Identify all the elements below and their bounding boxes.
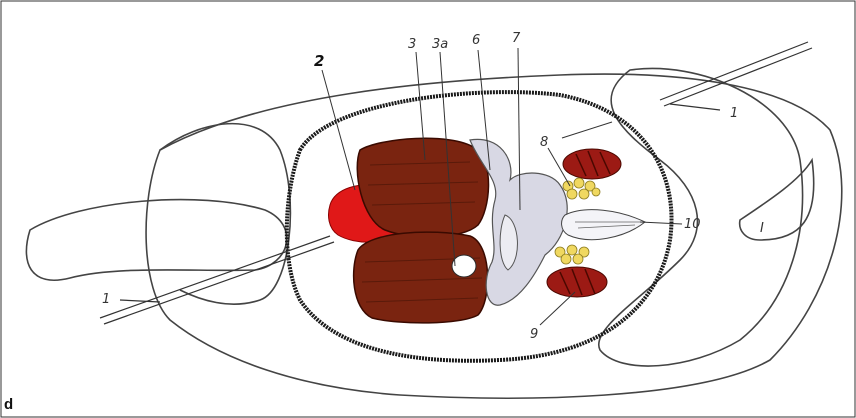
label-1-top: 1 <box>730 106 738 121</box>
kidney-upper <box>563 149 621 179</box>
arrow-1-top <box>660 42 812 110</box>
label-3a: 3a <box>432 37 448 52</box>
label-3: 3 <box>408 37 416 52</box>
arrow-1-bottom <box>100 236 334 324</box>
panel-letter: d <box>4 396 13 413</box>
liver-lower-lobe <box>354 232 488 323</box>
gall-bladder <box>452 255 476 277</box>
label-9: 9 <box>530 327 538 342</box>
valve-mark: I <box>760 221 764 236</box>
label-10: 10 <box>684 217 701 232</box>
fat-body-lower <box>555 245 589 264</box>
label-6: 6 <box>472 33 480 48</box>
label-7: 7 <box>512 31 521 46</box>
cloaca <box>562 210 645 240</box>
fat-body-upper <box>563 178 600 199</box>
tail-appendage <box>26 200 286 281</box>
label-1-bottom: 1 <box>102 292 110 307</box>
label-2: 2 <box>314 52 324 70</box>
label-8: 8 <box>540 135 548 150</box>
liver-upper-lobe <box>357 138 488 237</box>
